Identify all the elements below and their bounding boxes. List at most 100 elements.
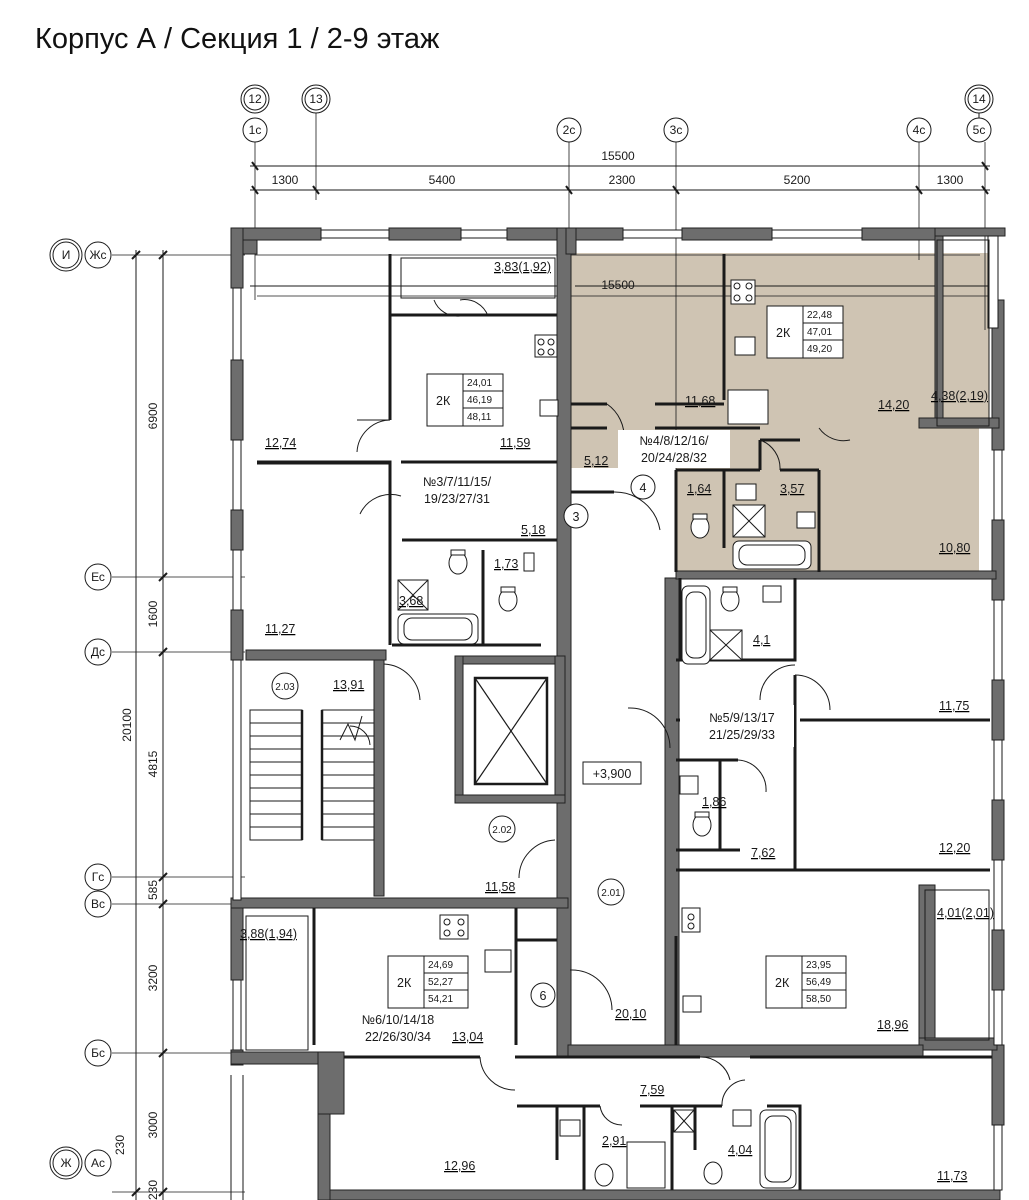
bottom-outer-wall <box>230 1075 244 1200</box>
page-title: Корпус А / Секция 1 / 2-9 этаж <box>35 23 440 55</box>
apartment-1-type: 2К <box>436 394 451 408</box>
apartment-4-area-living: 23,95 <box>806 960 831 971</box>
dim-left-7: 230 <box>113 1135 127 1155</box>
room-area: 3,57 <box>780 482 804 496</box>
apartment-4-area-total: 56,49 <box>806 977 831 988</box>
room-area: 1,73 <box>494 557 518 571</box>
apartment-number-labels: №3/7/11/15/ 19/23/27/31 №4/8/12/16/ 20/2… <box>348 430 794 1046</box>
apartment-2-area-total: 47,01 <box>807 327 832 338</box>
apartment-1-numbers-line2: 19/23/27/31 <box>424 492 490 506</box>
axis-label-4c: 4c <box>913 123 926 137</box>
apartment-2-area-living: 22,48 <box>807 310 832 321</box>
dim-top-2: 5400 <box>429 173 456 187</box>
apartment-3-area-total: 52,27 <box>428 977 453 988</box>
elevation-value: +3,900 <box>593 767 632 781</box>
room-area: 11,27 <box>265 622 295 636</box>
room-area: 10,80 <box>939 541 970 555</box>
sanitary-fixtures <box>397 279 816 1189</box>
room-area: 11,59 <box>500 436 530 450</box>
apartment-4-numbers-line1: №6/10/14/18 <box>362 1013 435 1027</box>
dim-left-1: 6900 <box>146 402 160 429</box>
balconies <box>245 239 990 1051</box>
room-area: 13,91 <box>333 678 364 692</box>
door-swings <box>349 299 851 1126</box>
apartment-1-numbers-line1: №3/7/11/15/ <box>423 475 492 489</box>
space-code-203: 2.03 <box>275 682 295 693</box>
room-area: 3,68 <box>399 594 423 608</box>
room-area: 13,04 <box>452 1030 483 1044</box>
axis-label-ds: Дс <box>91 645 105 659</box>
room-area: 18,96 <box>877 1018 908 1032</box>
room-area: 12,96 <box>444 1159 475 1173</box>
apartment-1-box: 2К 24,01 46,19 48,11 <box>426 373 504 427</box>
dim-left-3: 4815 <box>146 750 160 777</box>
axis-label-vs: Вс <box>91 897 105 911</box>
room-area: 3,83(1,92) <box>494 260 551 274</box>
apartment-1-area-total: 46,19 <box>467 395 492 406</box>
room-area: 4,04 <box>728 1143 752 1157</box>
dim-top-4: 5200 <box>784 173 811 187</box>
space-code-201: 2.01 <box>601 888 621 899</box>
room-area: 11,68 <box>685 394 715 408</box>
axis-label-zhs: Жс <box>89 248 106 262</box>
partitions <box>257 254 992 1190</box>
top-axis-labels: 12 13 14 1c 2c 3c 4c 5c <box>248 92 986 137</box>
room-area: 12,74 <box>265 436 296 450</box>
axis-label-bs: Бс <box>91 1046 105 1060</box>
apartment-4-type: 2К <box>775 976 790 990</box>
room-area: 4,01(2,01) <box>937 906 994 920</box>
apartment-2-area-full: 49,20 <box>807 344 832 355</box>
elevation-mark: +3,900 <box>582 761 642 785</box>
left-dimension-lines <box>131 250 168 1200</box>
apartment-3-area-living: 24,69 <box>428 960 453 971</box>
circle-labels: 3 4 6 <box>530 474 656 1008</box>
apartment-2-box: 2К 22,48 47,01 49,20 <box>766 305 844 359</box>
apartment-3-box: 2К 24,69 52,27 54,21 <box>387 955 469 1009</box>
top-dimension-texts: 15500 1300 5400 2300 5200 1300 15500 <box>272 149 964 292</box>
windows <box>232 229 1003 1191</box>
left-axis-labels: И Жс Ес Дс Гс Вс Бс Ж Ас <box>60 248 106 1170</box>
room-area-labels: 3,83(1,92) 12,74 11,59 11,68 14,20 4,38(… <box>240 260 994 1183</box>
room-area: 14,20 <box>878 398 909 412</box>
room-area: 1,86 <box>702 795 726 809</box>
room-area: 11,75 <box>939 699 969 713</box>
room-area: 5,18 <box>521 523 545 537</box>
elevator <box>473 676 549 786</box>
left-axis-bubbles <box>49 238 112 1180</box>
axis-label-12: 12 <box>248 92 262 106</box>
room-area: 7,62 <box>751 846 775 860</box>
room-area: 1,64 <box>687 482 711 496</box>
apartment-2-numbers-line2: 20/24/28/32 <box>641 451 707 465</box>
circle-label-3: 3 <box>573 510 580 524</box>
axis-label-i: И <box>62 248 71 262</box>
highlighted-apartment <box>569 253 989 573</box>
apartment-4-area-full: 58,50 <box>806 994 831 1005</box>
space-code-202: 2.02 <box>492 825 512 836</box>
room-area: 4,38(2,19) <box>931 389 988 403</box>
left-dimension-texts: 20100 6900 1600 4815 585 3200 3000 230 2… <box>113 402 160 1200</box>
dim-left-2: 1600 <box>146 600 160 627</box>
dim-top-1: 1300 <box>272 173 299 187</box>
room-area: 7,59 <box>640 1083 664 1097</box>
room-area: 3,88(1,94) <box>240 927 297 941</box>
dim-left-5: 3200 <box>146 964 160 991</box>
apartment-3-type: 2К <box>397 976 412 990</box>
horizontal-axis-lines <box>112 254 990 1193</box>
dim-left-8: 230 <box>146 1180 160 1200</box>
axis-label-5c: 5c <box>973 123 986 137</box>
axis-label-gs: Гс <box>92 870 105 884</box>
dim-top-5: 1300 <box>937 173 964 187</box>
axis-label-13: 13 <box>309 92 323 106</box>
apartment-2-numbers-line1: №4/8/12/16/ <box>639 434 709 448</box>
circle-label-6: 6 <box>540 989 547 1003</box>
dim-top-3: 2300 <box>609 173 636 187</box>
axis-label-1c: 1c <box>249 123 262 137</box>
staircase <box>249 709 375 841</box>
apartment-1-area-full: 48,11 <box>467 412 492 423</box>
apartment-4-numbers-line2: 22/26/30/34 <box>365 1030 431 1044</box>
dim-inner-total: 15500 <box>601 278 635 292</box>
dim-left-6: 3000 <box>146 1111 160 1138</box>
space-codes: 2.03 2.02 2.01 <box>271 672 625 906</box>
room-area: 5,12 <box>584 454 608 468</box>
